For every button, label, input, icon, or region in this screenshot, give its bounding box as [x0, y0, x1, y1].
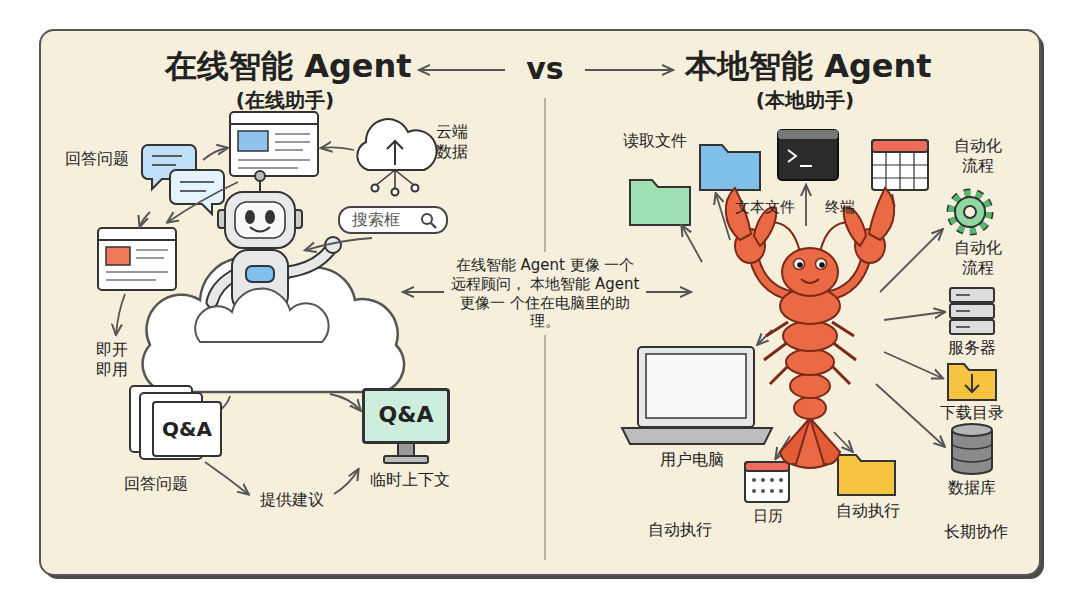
qa-monitor-screen: Q&A: [362, 388, 450, 444]
download-folder: [948, 364, 996, 400]
right-arrows: [682, 186, 944, 458]
feature-label: 提供建议: [172, 490, 412, 510]
terminal-icon: [778, 130, 838, 180]
feature-label: 服务器: [852, 338, 1080, 358]
small-browser: [98, 228, 176, 290]
feature-label: 下载目录: [852, 403, 1080, 423]
subtitle-right: (本地助手): [685, 88, 925, 113]
qa-card: Q&A: [152, 401, 222, 457]
feature-label: 用户电脑: [572, 450, 812, 470]
lobster: [726, 188, 894, 468]
title-left: 在线智能 Agent: [165, 46, 405, 86]
yellow-folder: [838, 455, 895, 495]
blue-folder: [700, 145, 760, 190]
database-icon: [952, 424, 992, 474]
feature-label: 自动化 流程: [952, 136, 1004, 176]
feature-label: 读取文件: [535, 131, 775, 151]
feature-label: 云端 数据: [434, 122, 470, 162]
monitor-stand: [384, 443, 428, 463]
feature-label: 临时上下文: [290, 470, 530, 490]
subtitle-left: (在线助手): [165, 88, 405, 113]
box-text: Q&A: [162, 417, 212, 441]
small-calendar: [745, 462, 789, 502]
robot-cloud: [143, 257, 405, 392]
gear-icon: [951, 193, 989, 231]
box-text: Q&A: [379, 391, 434, 439]
feature-label: 回答问题: [36, 474, 276, 494]
robot: [212, 171, 341, 312]
left-arrows: [116, 147, 372, 494]
feature-label: 终端: [720, 198, 960, 217]
speech-bubbles: [142, 145, 224, 214]
title-right: 本地智能 Agent: [685, 46, 925, 86]
server-icon: [950, 288, 994, 334]
browser-window: [230, 112, 318, 176]
vs-label: vs: [425, 50, 665, 88]
green-folder: [630, 180, 690, 225]
feature-label: 自动执行: [748, 501, 988, 521]
box-text: 搜索框: [352, 210, 400, 230]
magnifier-icon: [420, 212, 438, 230]
laptop-icon: [622, 347, 772, 444]
feature-label: 即开 即用: [94, 340, 130, 380]
search-box: 搜索框: [338, 206, 448, 234]
feature-label: 回答问题: [0, 149, 217, 169]
calendar-icon: [872, 140, 928, 190]
feature-label: 自动化 流程: [952, 238, 1004, 278]
robot-cloud-front: [195, 289, 328, 342]
feature-label: 自动执行: [560, 520, 800, 540]
feature-label: 数据库: [852, 478, 1080, 498]
cloud-data-icon: [357, 119, 436, 195]
comparison-note: 在线智能 Agent 更像 一个远程顾问， 本地智能 Agent 更像一 个住在…: [450, 252, 640, 335]
feature-label: 长期协作: [856, 522, 1080, 542]
card: [40, 30, 1040, 575]
